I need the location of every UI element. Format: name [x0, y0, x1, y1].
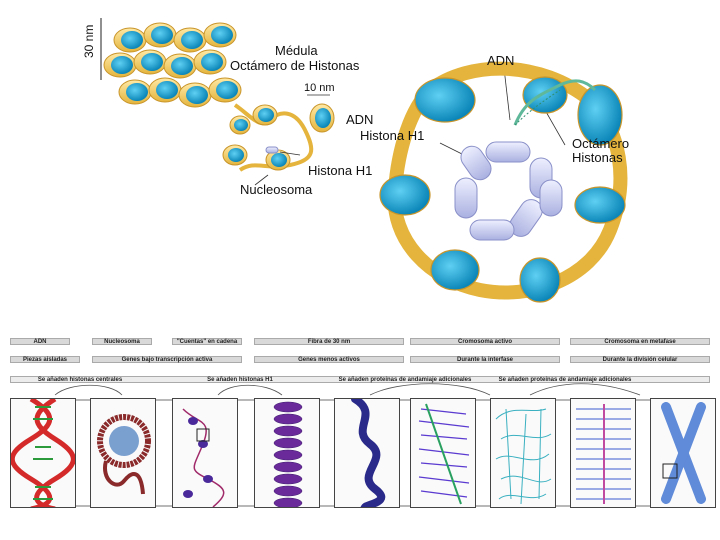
- label-octamero-histonas: Octámero de Histonas: [230, 58, 360, 73]
- header-bar: [410, 338, 560, 345]
- panel-coiled-fiber: [334, 398, 400, 508]
- header-cromosoma-metafase: Cromosoma en metafase: [604, 339, 676, 345]
- label-histona-h1-a: Histona H1: [360, 128, 425, 143]
- header-cuentas: "Cuentas" en cadena: [176, 339, 238, 345]
- label-30nm: 30 nm: [82, 24, 96, 58]
- header-bar: [254, 356, 404, 363]
- label-histona-h1-b: Histona H1: [308, 163, 373, 178]
- histone-h1-ring: [454, 141, 563, 241]
- label-adn-left: ADN: [346, 112, 374, 127]
- step-histonas-h1: Se añaden histonas H1: [207, 377, 273, 383]
- header-fibra-30nm: Fibra de 30 nm: [307, 339, 351, 345]
- step-andamiaje-1: Se añaden proteínas de andamiaje adicion…: [338, 377, 472, 383]
- panel-metaphase-loops: [570, 398, 636, 508]
- header-bar: [92, 356, 242, 363]
- panel-active-chromosome: [490, 398, 556, 508]
- label-histonas: Histonas: [572, 150, 623, 165]
- header-bar: [254, 338, 404, 345]
- label-adn-right: ADN: [487, 53, 515, 68]
- header-bar: [172, 338, 242, 345]
- nucleosome-beads: [222, 103, 335, 171]
- step-histonas-centrales: Se añaden histonas centrales: [37, 377, 123, 383]
- histone-h1-small: [265, 146, 279, 154]
- label-nucleosoma: Nucleosoma: [240, 182, 313, 197]
- header-bar: [10, 376, 710, 383]
- header-bar: [570, 356, 710, 363]
- header-genes-activa: Genes bajo transcripción activa: [121, 357, 213, 363]
- header-piezas-aisladas: Piezas aisladas: [22, 357, 68, 363]
- header-bar: [10, 356, 80, 363]
- header-bar: [570, 338, 710, 345]
- panel-dna-helix: [10, 398, 76, 508]
- panel-nucleosome-ring: [90, 398, 156, 508]
- header-bar: [92, 338, 152, 345]
- panel-fiber-30nm: [254, 398, 320, 508]
- process-arrows: [54, 383, 641, 396]
- header-cromosoma-activo: Cromosoma activo: [457, 339, 512, 345]
- panel-loops-scaffold: [410, 398, 476, 508]
- fiber-30nm: [103, 22, 242, 108]
- nucleosome-large: [379, 61, 628, 303]
- header-bar: [10, 338, 70, 345]
- step-andamiaje-2: Se añaden proteínas de andamiaje adicion…: [498, 377, 632, 383]
- panel-connectors: [75, 399, 650, 507]
- header-adn: ADN: [33, 339, 47, 345]
- panel-metaphase-chromosome: [650, 398, 716, 508]
- header-genes-menos: Genes menos activos: [298, 357, 360, 363]
- label-medula: Médula: [275, 43, 318, 58]
- label-10nm: 10 nm: [304, 82, 335, 94]
- label-octamero: Octámero: [572, 136, 630, 151]
- header-nucleosoma: Nucleosoma: [104, 339, 140, 345]
- header-interfase: Durante la interfase: [456, 357, 514, 363]
- header-division: Durante la división celular: [602, 357, 678, 363]
- header-bar: [410, 356, 560, 363]
- panel-beads-string: [172, 398, 238, 508]
